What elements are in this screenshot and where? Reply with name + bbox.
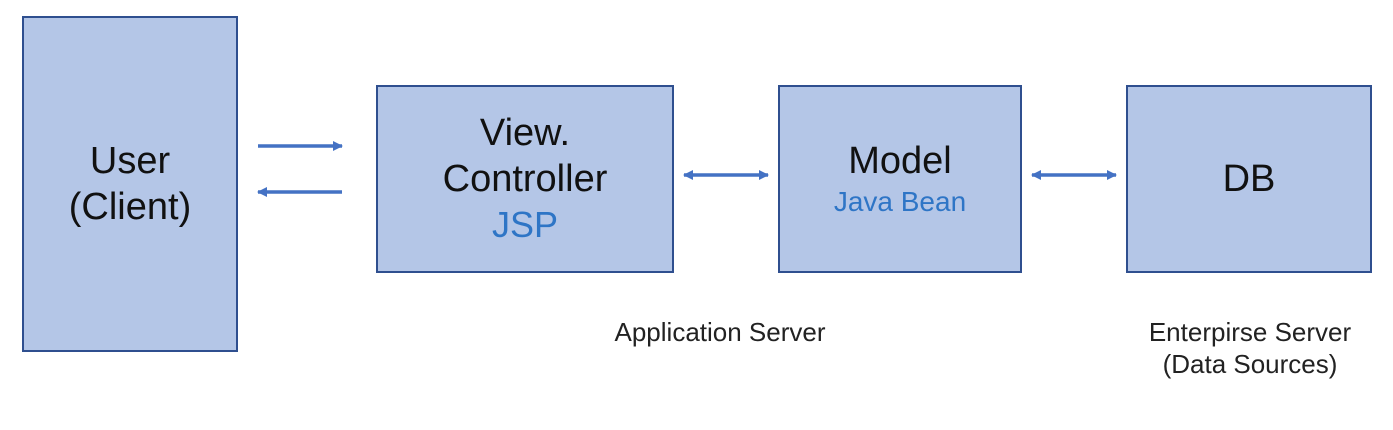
view-label: View. bbox=[479, 112, 571, 154]
model-box: Model Java Bean bbox=[778, 85, 1022, 273]
model-label: Model bbox=[848, 140, 952, 182]
data-sources-line2: (Data Sources) bbox=[1162, 349, 1338, 379]
db-box: DB bbox=[1126, 85, 1372, 273]
enterprise-server-line1: Enterpirse Server bbox=[1148, 317, 1352, 347]
client-label: (Client) bbox=[68, 186, 192, 228]
application-server-caption: Application Server bbox=[614, 317, 826, 347]
controller-label: Controller bbox=[442, 158, 608, 200]
db-label: DB bbox=[1222, 158, 1276, 200]
user-label: User bbox=[89, 140, 171, 182]
view-controller-box: View. Controller JSP bbox=[376, 85, 674, 273]
java-bean-label: Java Bean bbox=[833, 186, 967, 217]
user-client-box: User (Client) bbox=[22, 16, 238, 352]
enterprise-server-caption: Enterpirse Server (Data Sources) bbox=[1112, 316, 1388, 380]
jsp-label: JSP bbox=[491, 204, 559, 245]
